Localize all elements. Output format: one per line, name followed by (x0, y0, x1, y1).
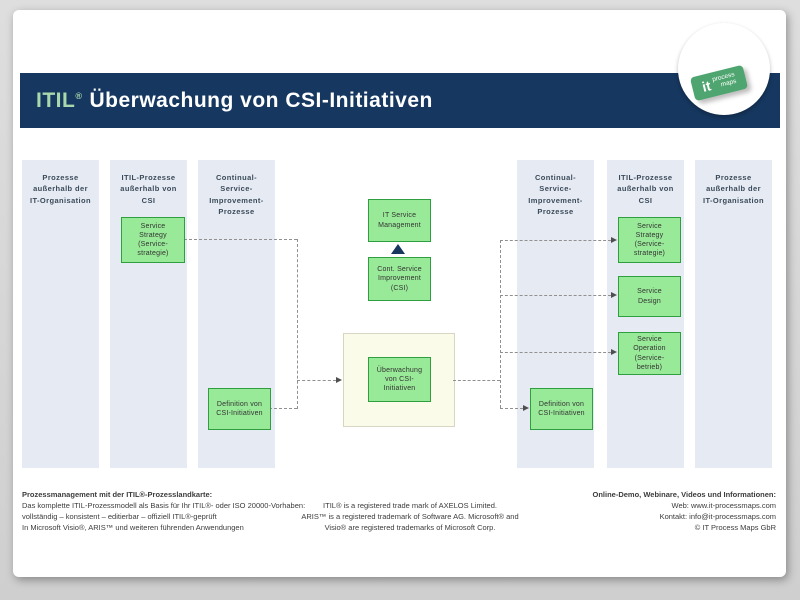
node-label: Definition von CSI-Initiativen (216, 400, 263, 417)
node-cont-service-improvement[interactable]: Cont. Service Improvement (CSI) (368, 257, 431, 301)
arrowhead-service-design (611, 292, 617, 298)
footer-center-line: ARIS™ is a registered trademark of Softw… (301, 511, 519, 521)
lane-label: Continual- Service- Improvement- Prozess… (528, 173, 583, 216)
node-definition-csi-right[interactable]: Definition von CSI-Initiativen (530, 388, 593, 430)
node-label: Service Strategy (Service- strategie) (633, 222, 666, 258)
node-ueberwachung-csi[interactable]: Überwachung von CSI- Initiativen (368, 357, 431, 402)
footer-center-line: Visio® are registered trademarks of Micr… (324, 522, 496, 532)
website-link[interactable]: Web: www.it-processmaps.com (671, 500, 776, 510)
node-label: Service Design (637, 288, 662, 305)
logo-processmaps-text: process maps (712, 71, 738, 91)
footer-left-heading: Prozessmanagement mit der ITIL®-Prozessl… (22, 490, 213, 499)
contact-email-link[interactable]: Kontakt: info@it-processmaps.com (659, 511, 776, 521)
title-bar: ITIL® Überwachung von CSI-Initiativen (20, 73, 780, 128)
node-definition-csi-left[interactable]: Definition von CSI-Initiativen (208, 388, 271, 430)
lane-label: Prozesse außerhalb der IT-Organisation (702, 173, 764, 205)
title-text: Überwachung von CSI-Initiativen (89, 88, 433, 112)
logo-circle: it process maps (678, 23, 770, 115)
connector-to-service-strategy (500, 240, 611, 241)
footer-left: Prozessmanagement mit der ITIL®-Prozessl… (22, 490, 322, 534)
arrowhead-service-operation (611, 349, 617, 355)
connector-left-junction (297, 239, 298, 409)
lane-itil-prozesse-left: ITIL-Prozesse außerhalb von CSI (110, 160, 187, 468)
lane-prozesse-ausserhalb-right: Prozesse außerhalb der IT-Organisation (695, 160, 772, 468)
node-service-operation[interactable]: Service Operation (Service- betrieb) (618, 332, 681, 375)
arrowhead-into-monitoring (336, 377, 342, 383)
lane-prozesse-ausserhalb-left: Prozesse außerhalb der IT-Organisation (22, 160, 99, 468)
connector-into-monitoring (297, 380, 336, 381)
node-label: Überwachung von CSI- Initiativen (376, 366, 423, 393)
node-service-strategy-left[interactable]: Service Strategy (Service- strategie) (121, 217, 185, 263)
connector-ss-left (184, 239, 297, 240)
lane-label: Continual- Service- Improvement- Prozess… (209, 173, 264, 216)
footer-left-line: In Microsoft Visio®, ARIS™ und weiteren … (22, 522, 244, 532)
node-label: Service Strategy (Service- strategie) (137, 222, 169, 258)
footer-center-line: ITIL® is a registered trade mark of AXEL… (323, 501, 497, 510)
node-service-strategy-right[interactable]: Service Strategy (Service- strategie) (618, 217, 681, 263)
node-label: Cont. Service Improvement (CSI) (377, 266, 422, 292)
connector-right-junction (500, 240, 501, 408)
logo-it-text: it (700, 77, 713, 95)
connector-to-service-design (500, 295, 611, 296)
arrowhead-definition-right (523, 405, 529, 411)
title-itil: ITIL (36, 88, 76, 112)
node-label: IT Service Management (378, 212, 421, 229)
footer-left-line: Das komplette ITIL-Prozessmodell als Bas… (22, 500, 306, 510)
lane-label: Prozesse außerhalb der IT-Organisation (29, 173, 91, 205)
lane-label: ITIL-Prozesse außerhalb von CSI (120, 173, 177, 205)
lane-label: ITIL-Prozesse außerhalb von CSI (617, 173, 674, 205)
copyright-text: © IT Process Maps GbR (694, 522, 776, 532)
node-label: Service Operation (Service- betrieb) (633, 336, 666, 371)
connector-def-left (269, 408, 297, 409)
footer-right: Online-Demo, Webinare, Videos und Inform… (516, 490, 777, 534)
up-arrow-icon (391, 244, 405, 254)
logo-line-maps: maps (720, 77, 738, 89)
footer-left-line: vollständig – konsistent – editierbar – … (22, 511, 217, 521)
connector-to-service-operation (500, 352, 611, 353)
node-it-service-management[interactable]: IT Service Management (368, 199, 431, 242)
connector-to-definition-right (500, 408, 523, 409)
connector-out-monitoring (453, 380, 500, 381)
page-title: ITIL® Überwachung von CSI-Initiativen (36, 89, 433, 113)
arrowhead-service-strategy (611, 237, 617, 243)
footer-right-heading: Online-Demo, Webinare, Videos und Inform… (592, 490, 777, 499)
node-service-design[interactable]: Service Design (618, 276, 681, 317)
footer-trademarks: ITIL® is a registered trade mark of AXEL… (300, 501, 520, 534)
itprocessmaps-logo: it process maps (689, 64, 749, 102)
node-label: Definition von CSI-Initiativen (538, 400, 585, 417)
registered-mark: ® (75, 90, 83, 101)
